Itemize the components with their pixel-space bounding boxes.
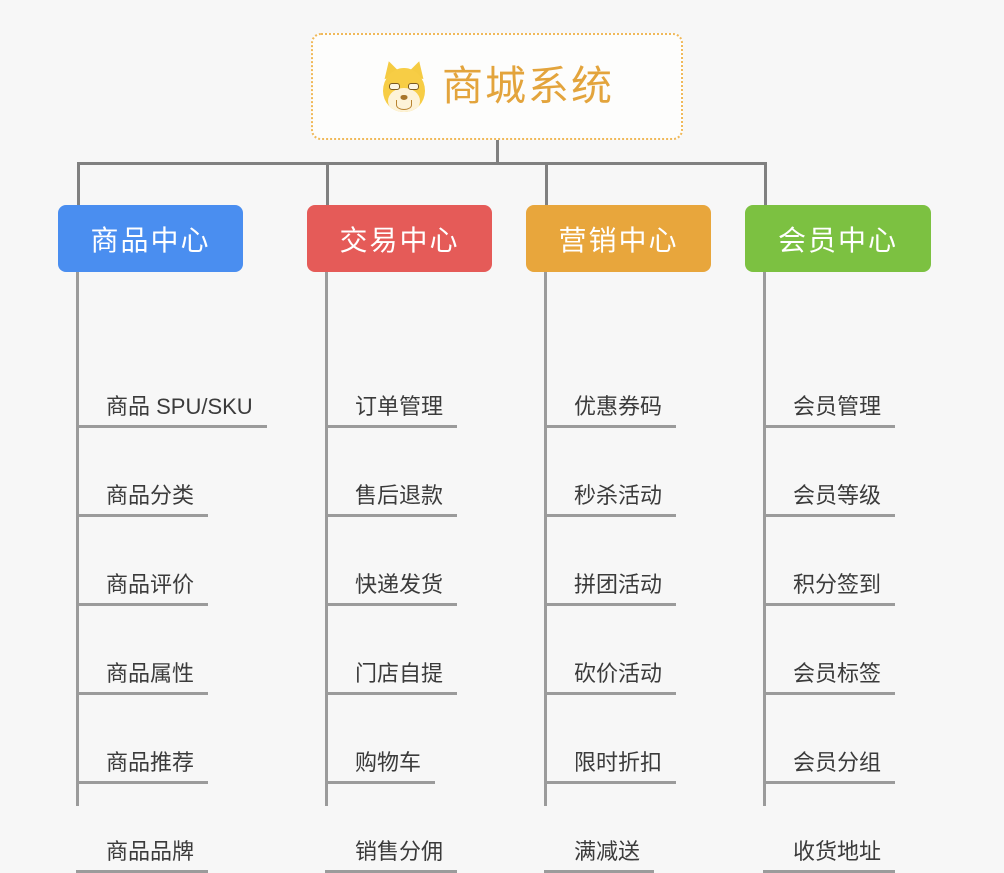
leaf-item-label: 积分签到 [763,572,896,606]
connector-horizontal [77,162,767,165]
leaf-item[interactable]: 商品品牌 [76,784,209,873]
leaf-item-label: 会员分组 [763,750,896,784]
leaf-item[interactable]: 商品属性 [76,606,209,695]
leaf-item[interactable]: 满减送 [544,784,655,873]
shiba-dog-face-icon [380,58,428,113]
leaf-item[interactable]: 会员管理 [763,339,896,428]
leaf-item[interactable]: 限时折扣 [544,695,677,784]
root-title: 商城系统 [442,63,614,109]
branch-column: 交易中心订单管理售后退款快递发货门店自提购物车销售分佣 [307,205,492,873]
connector-vertical [764,162,767,205]
leaf-item-label: 砍价活动 [544,661,677,695]
leaf-item[interactable]: 优惠券码 [544,339,677,428]
leaf-item-label: 购物车 [325,750,436,784]
leaf-item[interactable]: 门店自提 [325,606,458,695]
mindmap-canvas: 商城系统 商品中心商品 SPU/SKU 商品分类商品评价商品属性商品推荐商品品牌 交… [58,33,931,873]
leaf-item[interactable]: 积分签到 [763,517,896,606]
leaf-item[interactable]: 快递发货 [325,517,458,606]
leaf-item[interactable]: 购物车 [325,695,436,784]
leaf-item[interactable]: 秒杀活动 [544,428,677,517]
branch-column: 会员中心会员管理会员等级积分签到会员标签会员分组收货地址 [745,205,931,873]
branch-trunk-line [76,272,79,806]
leaf-item-label: 商品分类 [76,483,209,517]
leaf-item[interactable]: 砍价活动 [544,606,677,695]
leaf-item-label: 会员管理 [763,394,896,428]
leaf-item-label: 商品属性 [76,661,209,695]
leaf-item[interactable]: 商品推荐 [76,695,209,784]
leaf-item-label: 优惠券码 [544,394,677,428]
leaf-item-label: 限时折扣 [544,750,677,784]
leaf-item[interactable]: 商品评价 [76,517,209,606]
connector-vertical [496,140,499,165]
connector-vertical [545,162,548,205]
leaf-item-label: 商品评价 [76,572,209,606]
leaf-item-label: 商品推荐 [76,750,209,784]
connector-vertical [77,162,80,205]
branch-header[interactable]: 营销中心 [526,205,711,272]
leaf-item[interactable]: 收货地址 [763,784,896,873]
branch-header[interactable]: 交易中心 [307,205,492,272]
branch-trunk-line [325,272,328,806]
branch-column: 营销中心优惠券码秒杀活动拼团活动砍价活动限时折扣满减送 [526,205,711,873]
branch-trunk-line [544,272,547,806]
leaf-item-label: 秒杀活动 [544,483,677,517]
connector-vertical [326,162,329,205]
leaf-item-label: 收货地址 [763,839,896,873]
leaf-item[interactable]: 售后退款 [325,428,458,517]
leaf-item[interactable]: 商品 SPU/SKU [76,339,267,428]
leaf-item-label: 门店自提 [325,661,458,695]
root-node[interactable]: 商城系统 [311,33,683,140]
leaf-item-label: 满减送 [544,839,655,873]
branch-header[interactable]: 商品中心 [58,205,243,272]
leaf-item-label: 会员标签 [763,661,896,695]
leaf-item[interactable]: 会员标签 [763,606,896,695]
leaf-item[interactable]: 订单管理 [325,339,458,428]
branch-column: 商品中心商品 SPU/SKU 商品分类商品评价商品属性商品推荐商品品牌 [58,205,267,873]
leaf-item-label: 售后退款 [325,483,458,517]
leaf-item-label: 订单管理 [325,394,458,428]
leaf-item-label: 商品品牌 [76,839,209,873]
branch-trunk-line [763,272,766,806]
leaf-item-label: 快递发货 [325,572,458,606]
leaf-item[interactable]: 拼团活动 [544,517,677,606]
leaf-item-label: 会员等级 [763,483,896,517]
leaf-item[interactable]: 商品分类 [76,428,209,517]
leaf-item[interactable]: 会员等级 [763,428,896,517]
branch-header[interactable]: 会员中心 [745,205,931,272]
leaf-item[interactable]: 销售分佣 [325,784,458,873]
leaf-item-label: 商品 SPU/SKU [76,394,267,428]
leaf-item-label: 销售分佣 [325,839,458,873]
leaf-item-label: 拼团活动 [544,572,677,606]
leaf-item[interactable]: 会员分组 [763,695,896,784]
